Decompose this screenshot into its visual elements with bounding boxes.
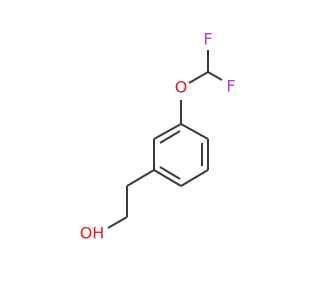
- ring-bond-6: [153, 123, 182, 140]
- atom-label-oxygen-ether: O: [175, 78, 188, 97]
- ring-double-bond-bottom-left: [159, 166, 181, 180]
- ring-double-bond-top-left: [159, 130, 181, 144]
- ring-bond-3: [180, 169, 209, 187]
- ring-bond-4: [153, 169, 182, 187]
- bond-ring-ch2: [126, 169, 155, 187]
- atom-label-fluorine-top: F: [203, 30, 212, 49]
- benzene-ring: [153, 123, 209, 187]
- bond-carbon-fluorine-right: [207, 71, 223, 81]
- atom-label-hydroxyl: OH: [80, 224, 105, 243]
- atom-label-fluorine-right: F: [226, 77, 235, 96]
- molecule-structure-diagram: F F O OH: [80, 30, 236, 243]
- bond-oxygen-carbon: [188, 71, 209, 84]
- ring-bond-1: [180, 123, 209, 140]
- bond-ch2-hydroxyl: [107, 216, 128, 229]
